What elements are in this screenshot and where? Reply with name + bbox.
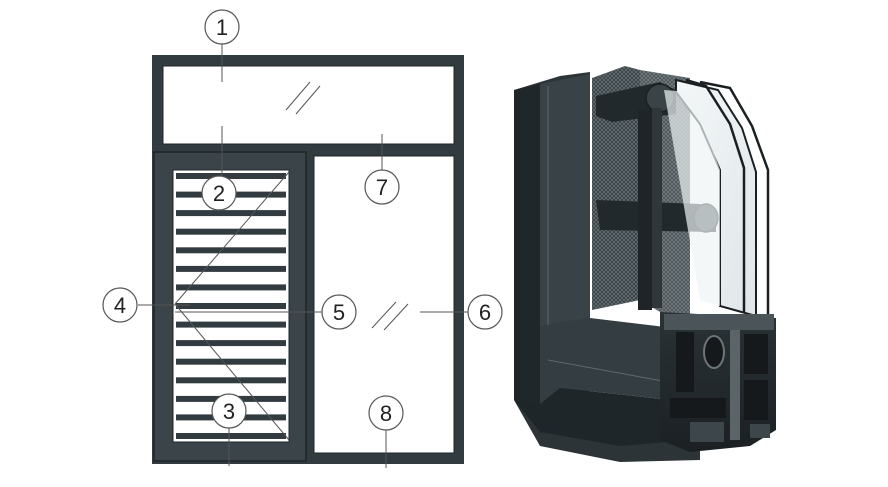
grille-bar (176, 210, 286, 217)
callout-3: 3 (211, 393, 247, 429)
glass-pane-inner-edge (685, 78, 746, 312)
callouts: 1 2 3 4 5 6 7 8 (102, 9, 503, 431)
callout-label-1: 1 (216, 15, 228, 40)
frame-vertical-face (540, 74, 590, 326)
extrusion-chamber-4 (744, 380, 768, 420)
sash-stile-edge (652, 108, 662, 308)
frame-highlight-h (547, 359, 669, 383)
grille-bar (176, 433, 286, 439)
callout-label-6: 6 (479, 300, 491, 325)
callout-label-5: 5 (333, 300, 345, 325)
callout-6: 6 (467, 294, 503, 330)
glass-mark-fixed-b (383, 303, 409, 331)
glass-mark-fixed-a (371, 301, 397, 329)
callout-4: 4 (102, 287, 138, 323)
extrusion-foot-right (750, 424, 770, 438)
grille-bar (176, 284, 286, 291)
opening-indicator-upper (174, 171, 290, 305)
callout-label-3: 3 (223, 399, 235, 424)
glass-mark-transom-a (285, 81, 311, 111)
opening-indicator-lower (174, 303, 290, 441)
extrusion-foot (690, 422, 724, 442)
grille-bar (176, 247, 286, 254)
grille-bar (176, 173, 286, 179)
extrusion-chamber-2 (703, 335, 725, 369)
transom-glass (163, 66, 454, 144)
callout-label-8: 8 (380, 401, 392, 426)
casement-glass-edge (172, 169, 290, 443)
grille-bar (176, 303, 286, 309)
grille-bar (176, 358, 286, 365)
fixed-glass-edge (313, 155, 455, 454)
sash-stile (638, 110, 652, 310)
window-elevation (152, 55, 464, 464)
leader-lines (138, 44, 468, 468)
extrusion-chamber-1 (676, 332, 694, 392)
grille-bar (176, 321, 286, 328)
glass-reflection (664, 90, 720, 306)
frame-left-edge (514, 84, 540, 404)
insect-screen-upper (592, 66, 640, 310)
profile-section-render (514, 66, 776, 462)
callout-label-7: 7 (376, 175, 388, 200)
grille-bar (176, 265, 286, 272)
callout-1: 1 (204, 9, 240, 45)
grille-bar (176, 340, 286, 347)
transom-glass-edge (162, 65, 455, 145)
extrusion-cap (664, 314, 774, 330)
extrusion-chamber-5 (670, 398, 726, 418)
glass-mark-transom-b (295, 85, 321, 115)
glass-pane-back-edge (699, 80, 770, 318)
grille-bar (176, 377, 286, 384)
grille-bar (176, 228, 286, 235)
callout-5: 5 (321, 294, 357, 330)
frame-bottom-edge (514, 388, 690, 446)
callout-8: 8 (368, 395, 404, 431)
thermal-break (730, 330, 740, 440)
callout-label-4: 4 (114, 293, 126, 318)
callout-2: 2 (201, 175, 237, 211)
extrusion-chamber-3 (744, 334, 768, 374)
callout-label-2: 2 (213, 181, 225, 206)
callout-7: 7 (364, 169, 400, 205)
frame-bottom-face (540, 318, 690, 404)
